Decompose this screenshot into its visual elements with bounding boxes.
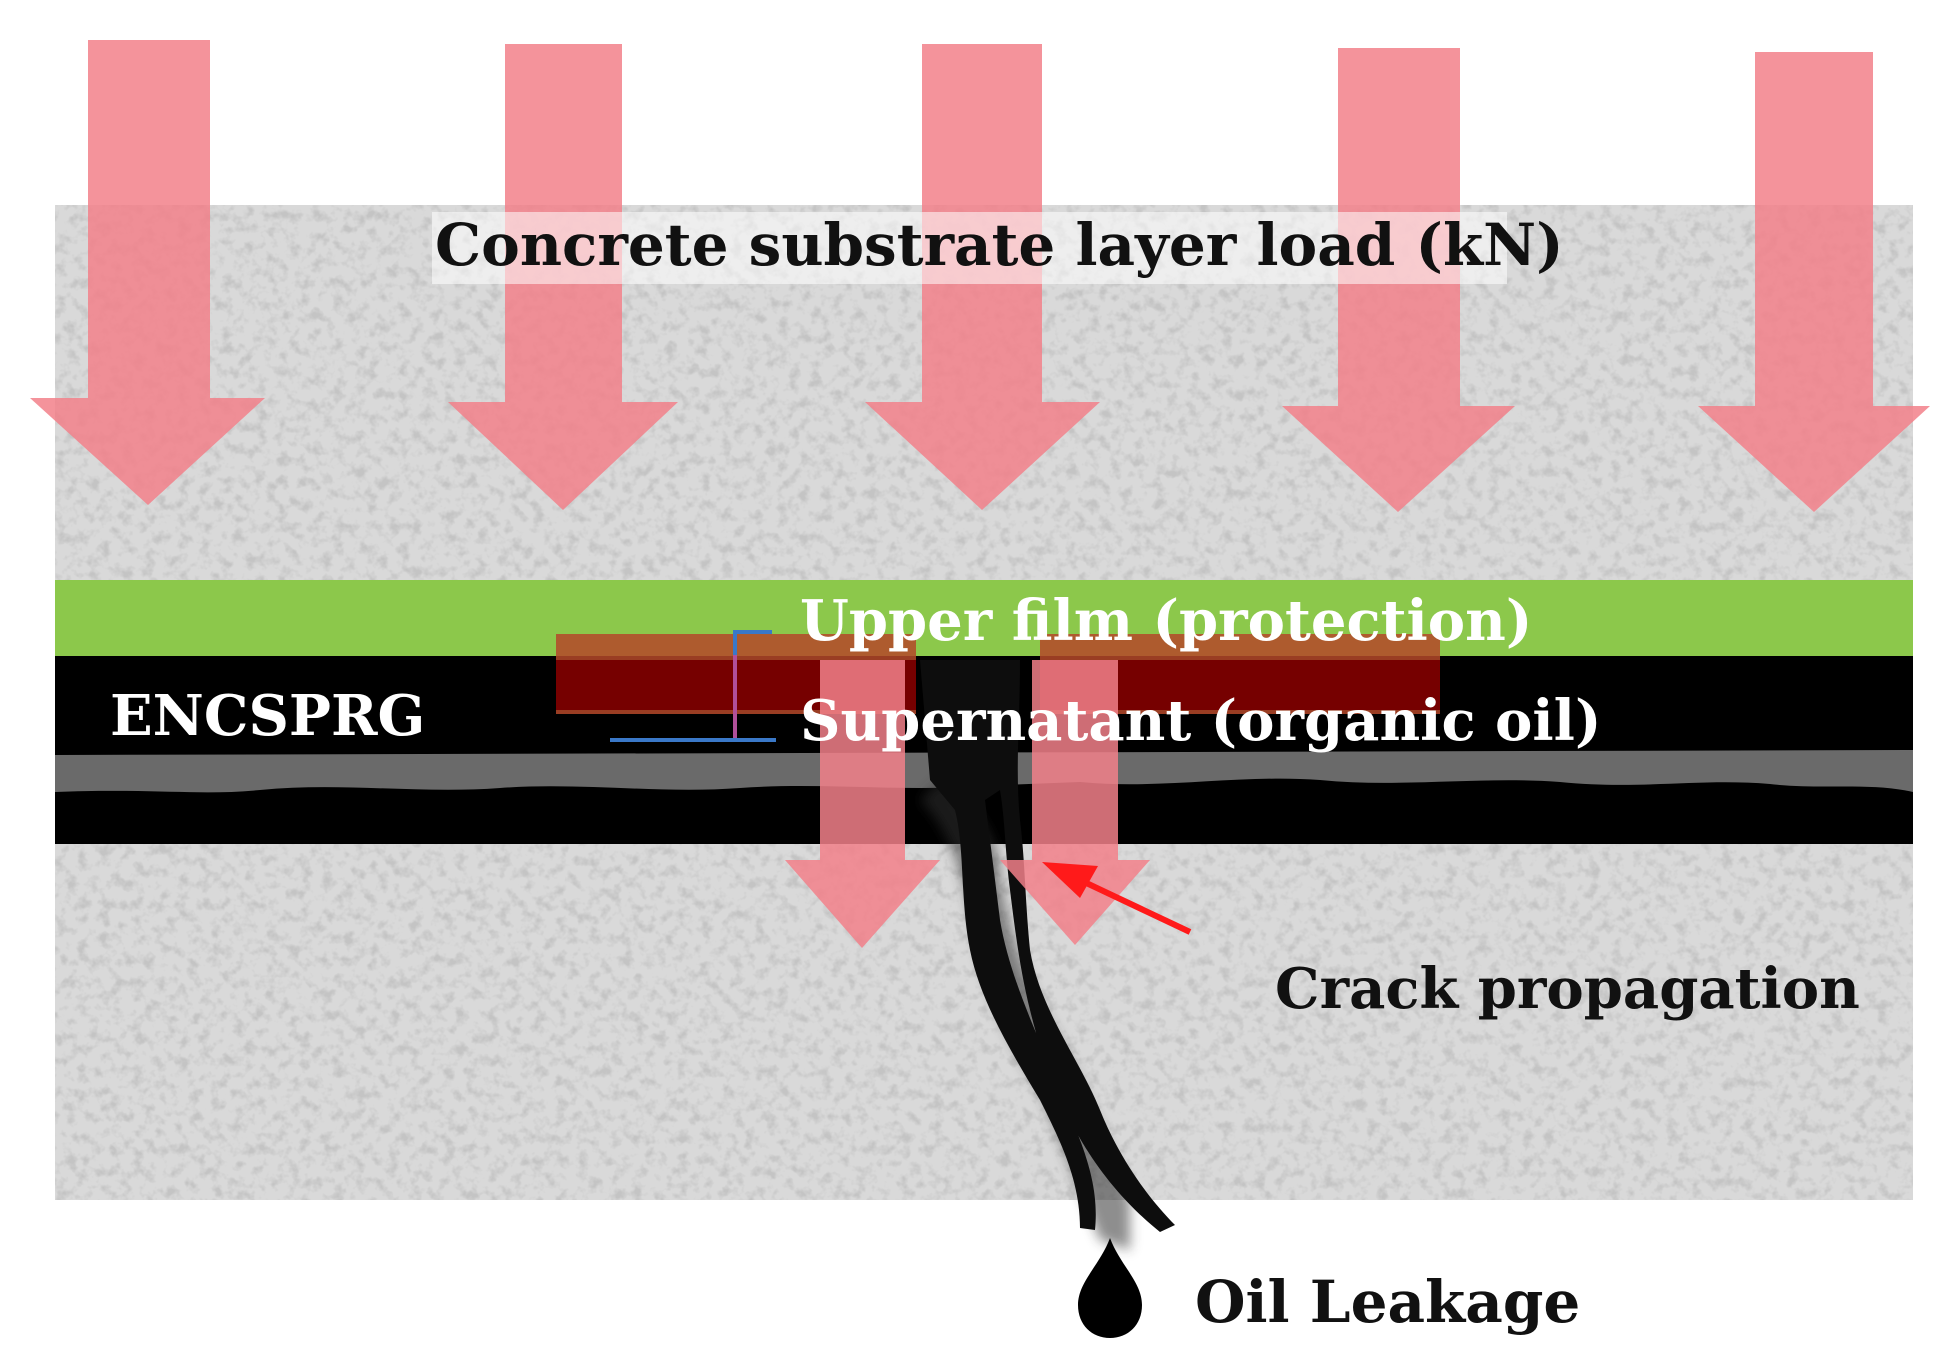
upper-film-label: Upper film (protection)	[800, 588, 1532, 654]
supernatant-label: Supernatant (organic oil)	[800, 688, 1601, 754]
oil-drop-icon	[1078, 1238, 1142, 1338]
down-arrow-icon	[785, 660, 940, 948]
crack-propagation-label: Crack propagation	[1275, 956, 1860, 1022]
upper-film-layer	[55, 580, 1913, 656]
oil-leakage-label: Oil Leakage	[1195, 1268, 1580, 1336]
down-arrow-icon	[1000, 660, 1150, 945]
top-label-backdrop	[432, 212, 1507, 284]
down-arrow-icon	[30, 40, 265, 505]
material-label: ENCSPRG	[110, 683, 425, 749]
top-load-label: Concrete substrate layer load (kN)	[435, 211, 1564, 279]
crack-arrows	[785, 660, 1150, 948]
layer-bracket	[610, 630, 776, 742]
crack-shape	[920, 660, 1175, 1250]
down-arrow-icon	[1698, 52, 1930, 512]
red-arrow-icon	[1042, 862, 1192, 935]
